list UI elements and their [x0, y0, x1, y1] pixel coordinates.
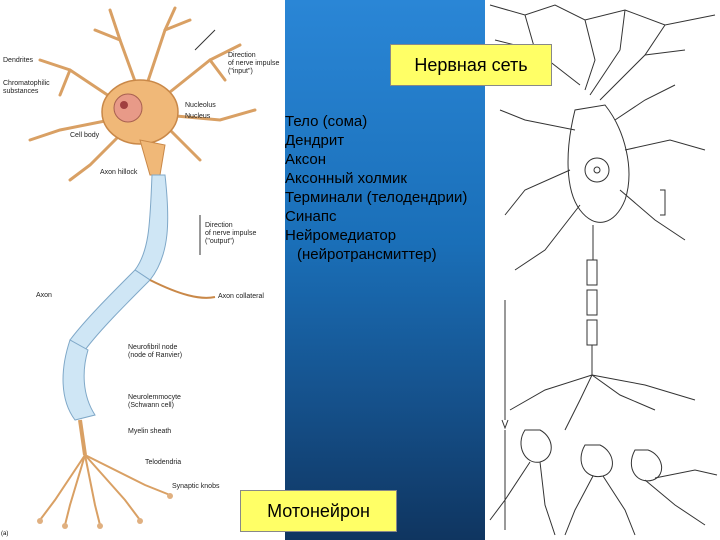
label-cell-body: Cell body	[70, 132, 100, 139]
label-axon: Axon	[36, 292, 52, 299]
neuron-illustration-panel: Dendrites Chromatophilic substances Cell…	[0, 0, 285, 540]
term-terminals: Терминали (телодендрии)	[285, 189, 468, 206]
label-nucleus: Nucleus	[185, 113, 211, 120]
term-axon-hillock: Аксонный холмик	[285, 170, 407, 187]
term-axon: Аксон	[285, 151, 327, 168]
motor-neuron-drawing	[489, 4, 718, 536]
label-neurolemmocyte: Neurolemmocyte (Schwann cell)	[128, 394, 181, 409]
term-soma: Тело (сома)	[285, 113, 368, 130]
label-direction-input: Direction of nerve impulse ("input")	[228, 52, 280, 75]
label-synaptic-knobs: Synaptic knobs	[172, 483, 220, 490]
title-nervnaya-set-text: Нервная сеть	[414, 55, 528, 75]
figure-corner-label: (a)	[1, 531, 9, 537]
term-synapse: Синапс	[285, 208, 337, 225]
label-axon-collateral: Axon collateral	[218, 293, 264, 300]
title-nervnaya-set: Нервная сеть	[390, 44, 552, 86]
title-motoneuron-text: Мотонейрон	[267, 501, 370, 521]
label-direction-output: Direction of nerve impulse ("output")	[205, 222, 257, 245]
nucleolus-shape	[120, 101, 128, 109]
term-neuromediator: Нейромедиатор	[285, 227, 397, 244]
label-myelin-sheath: Myelin sheath	[128, 428, 172, 435]
neuron-terms-list: Тело (сома) Дендрит Аксон Аксонный холми…	[285, 112, 515, 264]
title-motoneuron: Мотонейрон	[240, 490, 397, 532]
neuron-illustration	[28, 6, 257, 529]
label-telodendria: Telodendria	[145, 459, 182, 466]
label-axon-hillock: Axon hillock	[100, 169, 138, 176]
nucleus-shape	[113, 93, 143, 123]
label-dendrites: Dendrites	[3, 57, 33, 64]
term-dendrite: Дендрит	[285, 132, 345, 149]
label-nucleolus: Nucleolus	[185, 102, 216, 109]
motor-neuron-drawing-panel	[485, 0, 720, 540]
term-neurotransmitter: (нейротрансмиттер)	[297, 246, 437, 263]
center-gradient-panel	[285, 0, 485, 540]
label-neurofibril-node: Neurofibril node (node of Ranvier)	[128, 344, 183, 359]
label-chromatophilic: Chromatophilic substances	[3, 80, 50, 95]
